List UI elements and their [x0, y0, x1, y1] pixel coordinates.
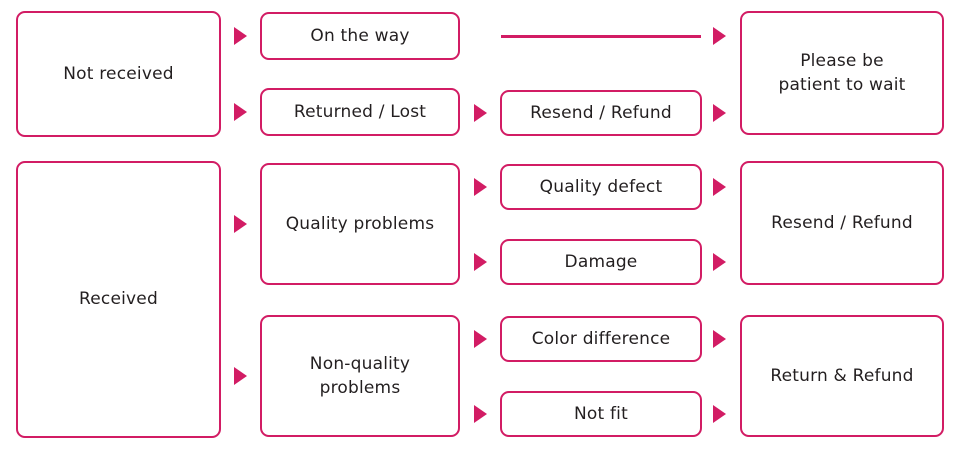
node-not-fit[interactable]: Not fit: [500, 391, 702, 437]
node-label: Quality defect: [539, 176, 663, 197]
node-label: Not received: [63, 63, 174, 84]
arrow-damage-to-resend-refund: [713, 253, 726, 271]
line-on-the-way-to-please-be-patient: [501, 35, 701, 38]
node-not-received[interactable]: Not received: [16, 11, 221, 137]
arrow-non-quality-problems-to-color-difference: [474, 330, 487, 348]
node-on-the-way[interactable]: On the way: [260, 12, 460, 60]
arrow-color-difference-to-return-refund: [713, 330, 726, 348]
arrow-resend-refund-to-please-be-patient: [713, 104, 726, 122]
node-quality-problems[interactable]: Quality problems: [260, 163, 460, 285]
node-label: Resend / Refund: [771, 212, 913, 233]
node-resend-refund-upper[interactable]: Resend / Refund: [500, 90, 702, 136]
arrow-received-to-quality-problems: [234, 215, 247, 233]
node-label: Not fit: [574, 403, 628, 424]
arrow-returned-lost-to-resend-refund: [474, 104, 487, 122]
node-label: Quality problems: [285, 213, 435, 234]
node-resend-refund-lower[interactable]: Resend / Refund: [740, 161, 944, 285]
node-quality-defect[interactable]: Quality defect: [500, 164, 702, 210]
node-label: Resend / Refund: [530, 102, 672, 123]
arrow-not-received-to-returned-lost: [234, 103, 247, 121]
node-received[interactable]: Received: [16, 161, 221, 438]
node-color-difference[interactable]: Color difference: [500, 316, 702, 362]
node-label: Color difference: [531, 328, 671, 349]
node-label: Received: [79, 289, 158, 310]
arrow-not-received-to-on-the-way: [234, 27, 247, 45]
arrow-not-fit-to-return-refund: [713, 405, 726, 423]
arrow-quality-problems-to-quality-defect: [474, 178, 487, 196]
node-label: Damage: [564, 251, 638, 272]
arrow-received-to-non-quality-problems: [234, 367, 247, 385]
arrow-on-the-way-to-please-be-patient: [713, 27, 726, 45]
arrow-quality-problems-to-damage: [474, 253, 487, 271]
node-label: Non-quality problems: [309, 353, 411, 398]
node-damage[interactable]: Damage: [500, 239, 702, 285]
node-please-be-patient[interactable]: Please be patient to wait: [740, 11, 944, 135]
arrow-quality-defect-to-resend-refund: [713, 178, 726, 196]
arrow-non-quality-problems-to-not-fit: [474, 405, 487, 423]
node-non-quality-problems[interactable]: Non-quality problems: [260, 315, 460, 437]
node-label: Please be patient to wait: [778, 50, 906, 95]
node-label: On the way: [310, 25, 410, 46]
node-label: Return & Refund: [770, 365, 914, 386]
node-label: Returned / Lost: [293, 101, 427, 122]
node-returned-lost[interactable]: Returned / Lost: [260, 88, 460, 136]
node-return-refund[interactable]: Return & Refund: [740, 315, 944, 437]
